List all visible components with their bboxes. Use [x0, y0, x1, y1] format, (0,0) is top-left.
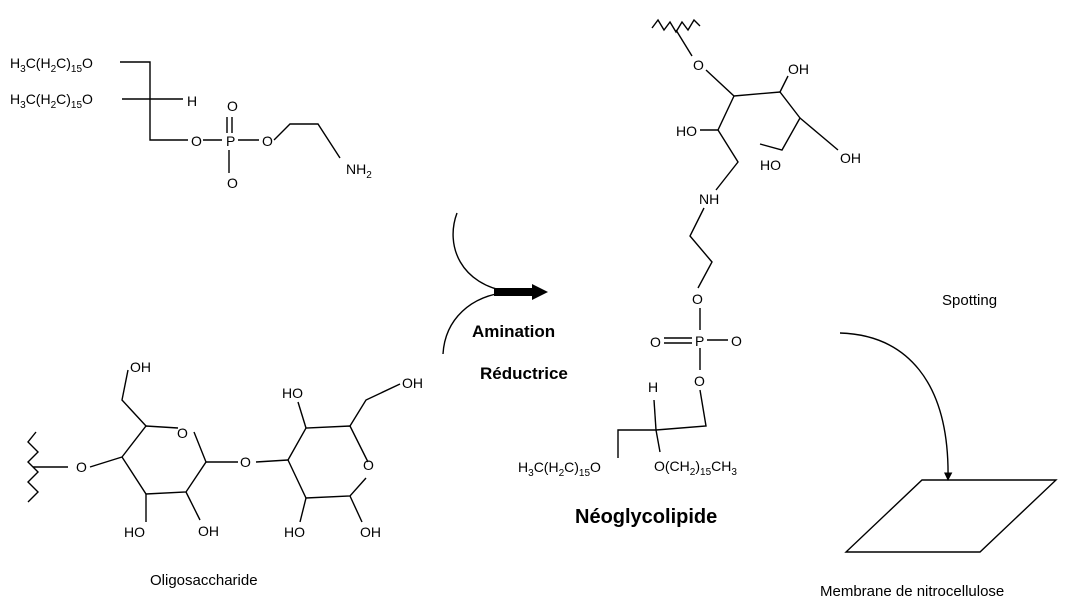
bond — [287, 459, 367, 499]
spotting-arrow-icon — [839, 332, 953, 481]
spotting-section: Spotting Membrane de nitrocellulose — [820, 292, 1058, 600]
bond — [226, 117, 233, 133]
oligo-o-terminal: O — [76, 459, 87, 475]
bond — [715, 129, 739, 191]
bond — [297, 401, 307, 429]
bond — [121, 425, 179, 458]
oligosaccharide-structure: O O OH HO OH O O HO OH HO OH Oligosaccha… — [27, 359, 423, 589]
bond — [273, 123, 341, 159]
bond — [689, 207, 713, 289]
bond — [299, 497, 307, 523]
bond — [287, 425, 369, 463]
product-nh: NH — [699, 191, 719, 207]
bond — [717, 95, 735, 131]
product-o-right: O — [731, 333, 742, 349]
oligosaccharide-label: Oligosaccharide — [150, 572, 258, 589]
oligo-ho-bl: HO — [124, 524, 145, 540]
lipid-o-right: O — [262, 133, 273, 149]
bond — [664, 337, 692, 344]
nitrocellulose-membrane-icon — [844, 479, 1058, 553]
oligo-oh-top-left: OH — [130, 359, 151, 375]
neoglycolipid-structure: O OH OH HO HO NH O P O O O H H3C(H2C)15O… — [518, 18, 861, 528]
product-oh-1: OH — [788, 61, 809, 77]
oligo-o-ring-right: O — [363, 457, 374, 473]
oligo-ho-br: HO — [284, 524, 305, 540]
bond — [655, 389, 707, 431]
oligo-ho-right: HO — [282, 385, 303, 401]
membrane-label: Membrane de nitrocellulose — [820, 583, 1004, 600]
bond — [653, 399, 657, 431]
bond — [655, 429, 661, 453]
lipid-chain-1: H3C(H2C)15O — [10, 55, 93, 75]
product-chain-left: H3C(H2C)15O — [518, 459, 601, 479]
bond — [255, 459, 289, 463]
lipid-nh2: NH2 — [346, 161, 372, 181]
neoglycolipid-label: Néoglycolipide — [575, 506, 717, 528]
bond — [705, 69, 801, 151]
reaction-arrow: Amination Réductrice — [442, 212, 568, 383]
bond — [149, 98, 188, 141]
product-h: H — [648, 379, 658, 395]
reaction-line-2: Réductrice — [480, 364, 568, 383]
bond — [799, 117, 839, 151]
oligo-oh-bl: OH — [198, 523, 219, 539]
lipid-h: H — [187, 93, 197, 109]
arrow-right-icon — [494, 284, 548, 300]
bond — [185, 491, 201, 521]
bond — [349, 495, 363, 523]
product-ho-1: HO — [676, 123, 697, 139]
product-p: P — [695, 333, 704, 349]
lipid-o-bottom: O — [227, 175, 238, 191]
phospholipid-structure: H3C(H2C)15O H3C(H2C)15O H O O P O O NH2 — [10, 55, 372, 191]
product-o-top: O — [693, 57, 704, 73]
oligo-oh-top-right: OH — [402, 375, 423, 391]
product-chain-right: O(CH2)15CH3 — [654, 458, 737, 478]
bond — [617, 429, 656, 458]
reaction-line-1: Amination — [472, 322, 555, 341]
bond — [121, 369, 147, 427]
lipid-o-top: O — [227, 98, 238, 114]
spotting-label: Spotting — [942, 292, 997, 309]
product-o-eq-left: O — [650, 334, 661, 350]
oligo-o-link: O — [240, 454, 251, 470]
product-oh-2: OH — [840, 150, 861, 166]
bond — [779, 75, 789, 93]
bond — [89, 456, 123, 468]
lipid-o-left: O — [191, 133, 202, 149]
bond — [120, 61, 151, 98]
product-o-link: O — [692, 291, 703, 307]
curved-arrow-in — [452, 212, 511, 293]
oligo-o-ring-left: O — [177, 425, 188, 441]
lipid-chain-2: H3C(H2C)15O — [10, 91, 93, 111]
bond — [675, 29, 693, 57]
lipid-p: P — [226, 133, 235, 149]
product-ho-2: HO — [760, 157, 781, 173]
oligo-oh-br: OH — [360, 524, 381, 540]
wavy-bond-icon — [651, 18, 701, 34]
bond — [349, 383, 401, 427]
product-o-below: O — [694, 373, 705, 389]
